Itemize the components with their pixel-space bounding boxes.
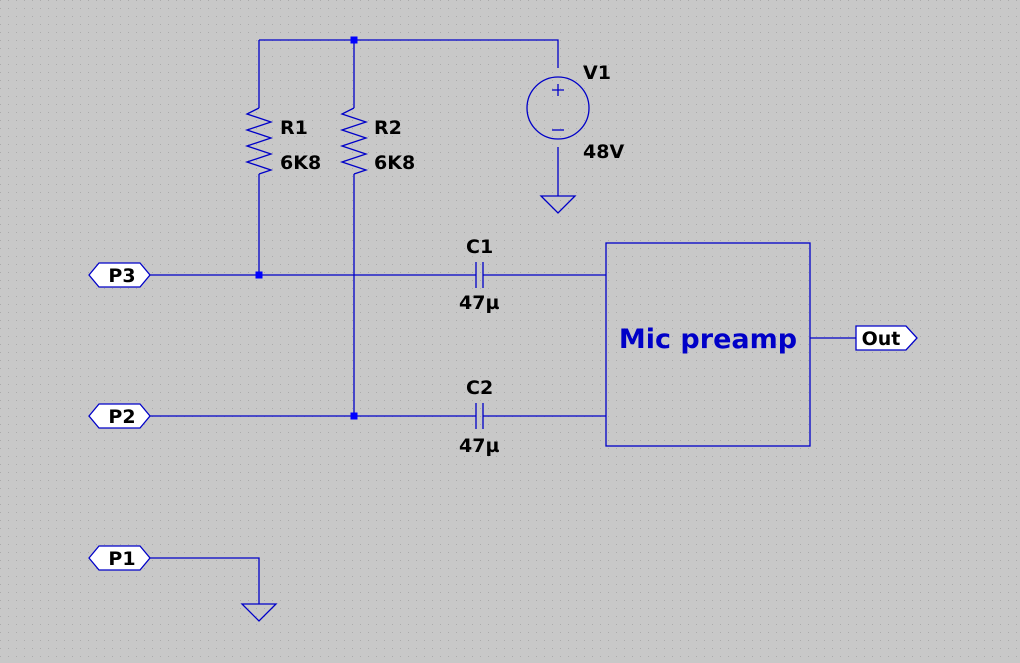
r1-value: 6K8: [280, 152, 321, 174]
port-p2-label: P2: [108, 406, 135, 428]
resistor-icon: [339, 107, 369, 175]
ground-icon: [240, 603, 278, 622]
voltage-source-icon: [526, 76, 590, 140]
port-icon: [88, 545, 151, 571]
r2-ref: R2: [374, 117, 402, 139]
port-icon: [88, 262, 151, 288]
port-p1[interactable]: P1: [88, 545, 151, 571]
r2-value: 6K8: [374, 152, 415, 174]
resistor-r2[interactable]: R2 6K8: [339, 107, 415, 175]
port-icon: [88, 403, 151, 429]
resistor-icon: [244, 107, 274, 175]
port-p1-label: P1: [108, 548, 135, 570]
mic-preamp-block[interactable]: Mic preamp: [605, 242, 811, 447]
port-p3-label: P3: [108, 265, 135, 287]
wire-top-rail[interactable]: [259, 39, 559, 68]
port-icon: [855, 325, 918, 351]
capacitor-icon: [475, 262, 484, 288]
c2-ref: C2: [466, 377, 493, 399]
r1-ref: R1: [280, 117, 308, 139]
junction-icon: [350, 412, 358, 420]
capacitor-icon: [475, 403, 484, 429]
port-out[interactable]: Out: [855, 325, 918, 351]
capacitor-c1[interactable]: C1 47µ: [459, 236, 499, 314]
resistor-r1[interactable]: R1 6K8: [244, 107, 321, 175]
voltage-source-v1[interactable]: V1 48V: [526, 62, 624, 163]
c1-value: 47µ: [459, 292, 499, 314]
port-p2[interactable]: P2: [88, 403, 151, 429]
c1-ref: C1: [466, 236, 493, 258]
v1-value: 48V: [583, 141, 624, 163]
ground-icon: [539, 195, 577, 214]
capacitor-c2[interactable]: C2 47µ: [459, 377, 499, 457]
port-out-label: Out: [862, 328, 901, 350]
wires: [150, 39, 856, 604]
junction-icon: [350, 36, 358, 44]
port-p3[interactable]: P3: [88, 262, 151, 288]
c2-value: 47µ: [459, 435, 499, 457]
wire-p1-ground[interactable]: [150, 557, 260, 604]
block-label: Mic preamp: [619, 324, 797, 355]
v1-ref: V1: [583, 62, 611, 84]
junction-icon: [255, 271, 263, 279]
